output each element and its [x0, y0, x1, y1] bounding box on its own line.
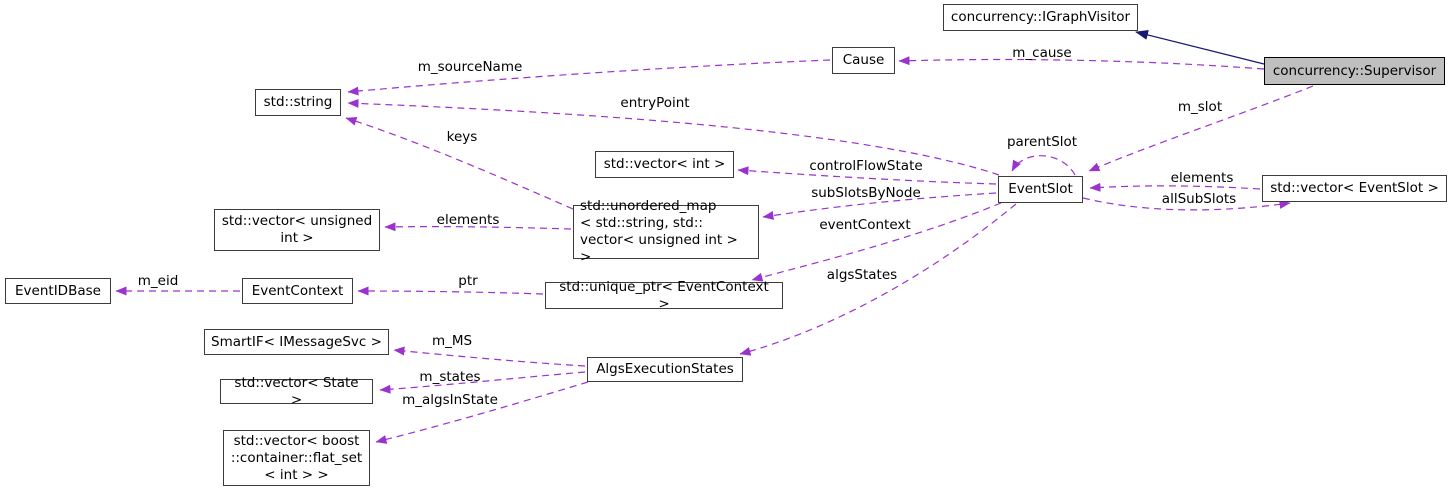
edge-label-algsstates: algsStates	[826, 267, 898, 283]
edge-entrypoint	[347, 98, 1000, 176]
node-concurrency-igraphvisitor[interactable]: concurrency::IGraphVisitor	[943, 4, 1138, 31]
node-cause[interactable]: Cause	[832, 47, 895, 74]
edge-label-controlflowstate: controlFlowState	[809, 158, 923, 174]
edge-subslotsbynode	[762, 192, 997, 220]
node-std-string[interactable]: std::string	[255, 89, 341, 116]
edge-label-subslotsbynode: subSlotsByNode	[811, 185, 921, 201]
edge-label-entrypoint: entryPoint	[620, 95, 690, 111]
edge-parentslot	[1011, 155, 1076, 176]
node-eventslot[interactable]: EventSlot	[998, 176, 1083, 203]
edge-allsubslots	[1082, 197, 1291, 211]
edge-label-m-states: m_states	[419, 369, 481, 385]
edge-m-algsinstate	[375, 381, 589, 444]
edge-algsstates	[739, 203, 1017, 356]
edge-label-m-slot: m_slot	[1177, 99, 1223, 115]
node-std-vector-int[interactable]: std::vector< int >	[595, 151, 734, 178]
edge-m-sourcename	[347, 59, 831, 96]
node-eventcontext[interactable]: EventContext	[242, 278, 353, 304]
node-eventidbase[interactable]: EventIDBase	[5, 278, 111, 304]
node-std-vector-state[interactable]: std::vector< State >	[220, 375, 373, 408]
edge-m-cause	[898, 56, 1265, 70]
edge-label-keys: keys	[446, 129, 478, 145]
node-std-vector-boost-flat-set[interactable]: std::vector< boost ::container::flat_set…	[223, 430, 370, 486]
edge-label-m-sourcename: m_sourceName	[417, 59, 523, 75]
edge-label-m-cause: m_cause	[1012, 45, 1072, 61]
node-smartif-imessagesvc[interactable]: SmartIF< IMessageSvc >	[204, 329, 389, 355]
edge-label-m-eid: m_eid	[137, 273, 179, 289]
edge-label-m-algsinstate: m_algsInState	[402, 392, 498, 408]
node-algsexecutionstates[interactable]: AlgsExecutionStates	[587, 357, 743, 382]
edge-label-parentslot: parentSlot	[1006, 134, 1078, 150]
edge-controlflowstate	[737, 166, 997, 185]
edge-m-slot	[1088, 85, 1314, 172]
edge-label-m-ms: m_MS	[431, 333, 473, 349]
edge-inheritance-supervisor-igraphvisitor	[1135, 30, 1265, 65]
edge-label-allsubslots: allSubSlots	[1161, 191, 1237, 207]
node-std-unique-ptr-eventcontext[interactable]: std::unique_ptr< EventContext >	[545, 279, 783, 312]
node-std-unordered-map[interactable]: std::unordered_map < std::string, std:: …	[573, 198, 759, 265]
node-std-vector-unsigned-int[interactable]: std::vector< unsigned int >	[214, 209, 380, 251]
edge-keys	[345, 116, 574, 210]
edge-m-ms	[393, 346, 586, 367]
edge-label-elements-left: elements	[436, 212, 500, 228]
edge-m-states	[379, 371, 586, 394]
edge-elements-right	[1089, 182, 1261, 192]
edge-label-elements-right: elements	[1170, 170, 1234, 186]
edge-ptr	[357, 286, 544, 296]
node-std-vector-eventslot[interactable]: std::vector< EventSlot >	[1262, 175, 1447, 202]
node-concurrency-supervisor[interactable]: concurrency::Supervisor	[1264, 57, 1445, 85]
edge-label-eventcontext: eventContext	[819, 217, 911, 233]
edge-eventcontext	[751, 202, 1002, 282]
edge-label-ptr: ptr	[458, 273, 478, 289]
